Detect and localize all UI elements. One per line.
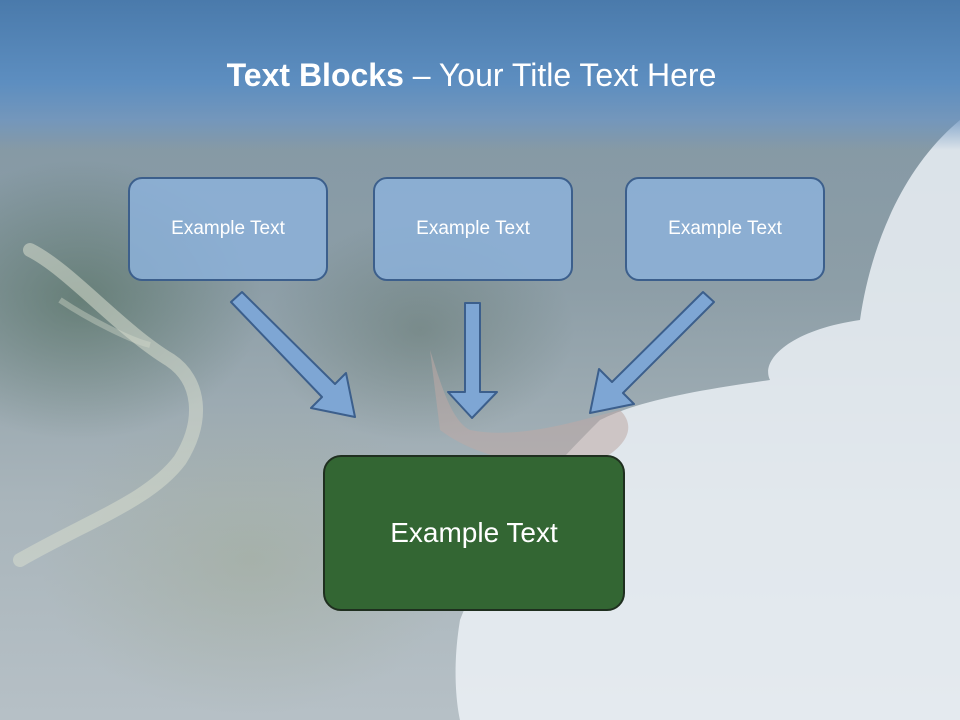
top-box-2[interactable]: Example Text (373, 177, 573, 281)
top-box-3[interactable]: Example Text (625, 177, 825, 281)
title-rest: – Your Title Text Here (403, 57, 717, 93)
bottom-box[interactable]: Example Text (323, 455, 625, 611)
arrow-right (589, 291, 715, 414)
bottom-box-label: Example Text (390, 517, 558, 548)
title-bar (0, 0, 960, 150)
arrow-left (230, 291, 356, 418)
title-bold: Text Blocks (226, 57, 404, 93)
top-box-3-label: Example Text (668, 218, 782, 239)
top-box-2-label: Example Text (416, 218, 530, 239)
top-box-1[interactable]: Example Text (128, 177, 328, 281)
slide-title: Text Blocks – Your Title Text Here (0, 52, 943, 98)
top-box-1-label: Example Text (171, 218, 285, 239)
arrow-middle (447, 302, 498, 419)
